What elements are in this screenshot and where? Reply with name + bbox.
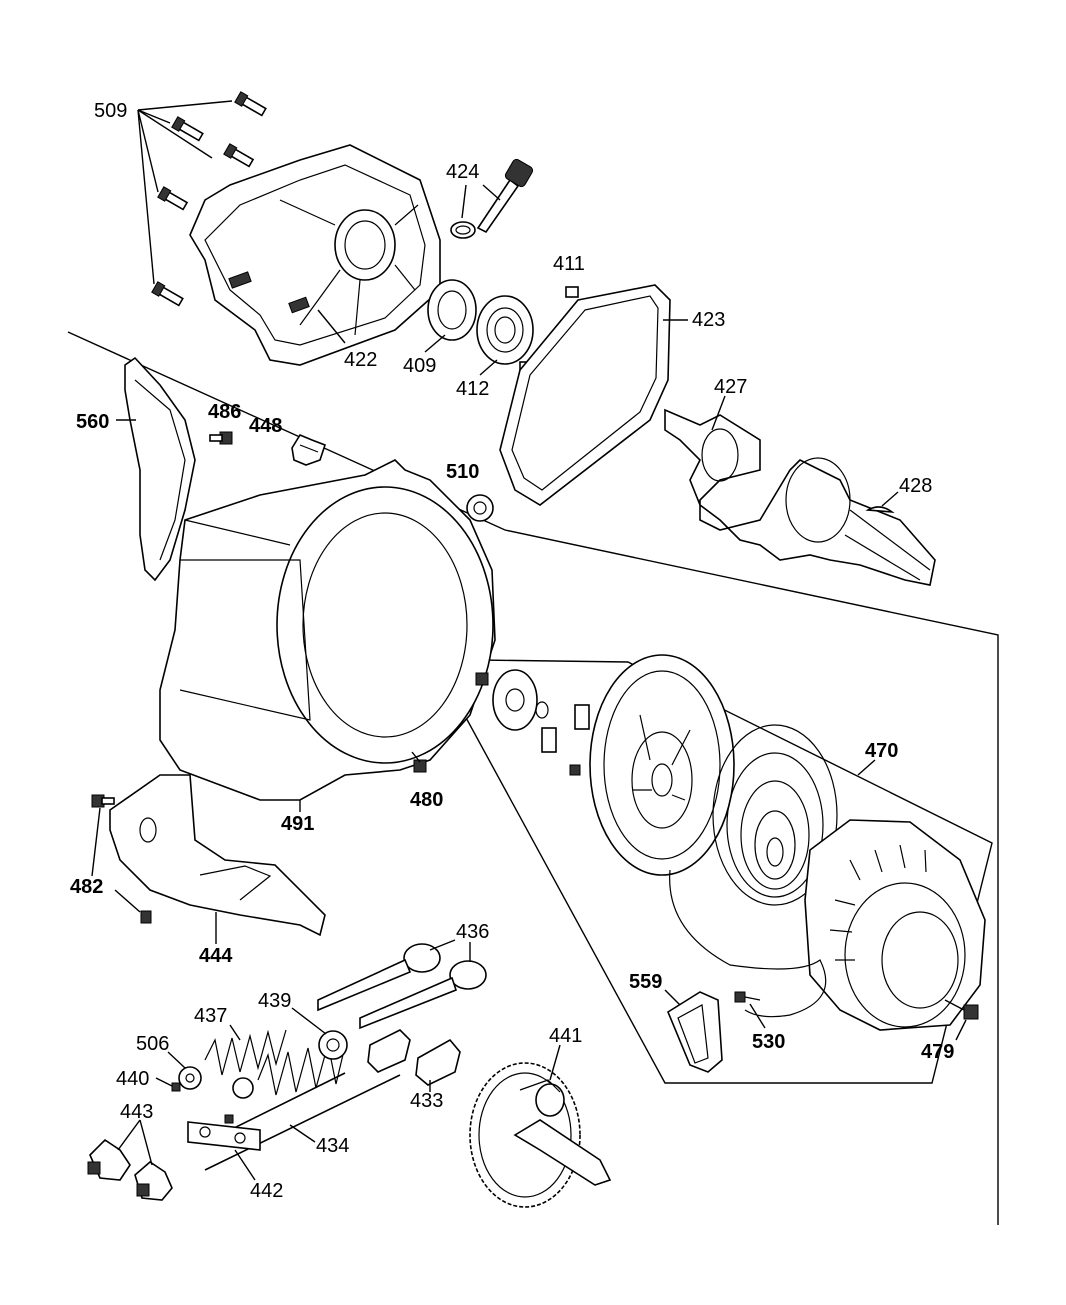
leader-line-440 xyxy=(155,1077,173,1087)
blower-housing-491 xyxy=(159,459,496,801)
label-491: 491 xyxy=(281,813,314,835)
label-509: 509 xyxy=(94,100,127,122)
rocker-arms-443 xyxy=(87,1138,173,1201)
label-444: 444 xyxy=(199,945,233,967)
leader-line-439 xyxy=(291,1007,327,1035)
label-441: 441 xyxy=(549,1025,582,1047)
reel-pulley xyxy=(589,654,735,876)
label-437: 437 xyxy=(194,1005,227,1027)
label-486: 486 xyxy=(208,401,241,423)
label-479: 479 xyxy=(921,1041,954,1063)
leader-line-434 xyxy=(289,1124,316,1143)
starter-handle-559 xyxy=(667,991,723,1073)
screw-480 xyxy=(411,751,427,773)
leader-line-442 xyxy=(234,1149,256,1181)
leader-line-409 xyxy=(424,334,446,353)
rope-clamp-530 xyxy=(734,991,761,1003)
leader-line-482b xyxy=(114,889,141,913)
label-443: 443 xyxy=(120,1101,153,1123)
label-434: 434 xyxy=(316,1135,349,1157)
leader-line-437 xyxy=(229,1024,241,1041)
leader-line-441 xyxy=(549,1044,561,1081)
label-530: 530 xyxy=(752,1031,785,1053)
clip-448 xyxy=(291,433,327,466)
label-442: 442 xyxy=(250,1180,283,1202)
leader-line-482a xyxy=(91,807,101,877)
ball-bearing-412 xyxy=(476,295,534,365)
baffle-plate-560 xyxy=(124,356,196,582)
gasket-423 xyxy=(499,284,671,506)
leader-line-530 xyxy=(749,1003,766,1029)
leader-line-443b xyxy=(139,1119,153,1166)
screw-set-509 xyxy=(151,91,267,307)
leader-line-470 xyxy=(857,759,876,776)
air-guide-444 xyxy=(109,774,326,937)
camshaft-gear-441 xyxy=(469,1062,612,1208)
label-433: 433 xyxy=(410,1090,443,1112)
grommet-510 xyxy=(466,494,494,522)
leader-line-559 xyxy=(664,989,681,1006)
valve-springs-437 xyxy=(204,1029,347,1096)
recoil-spring xyxy=(712,724,838,906)
label-427: 427 xyxy=(714,376,747,398)
label-560: 560 xyxy=(76,411,109,433)
leader-line-412 xyxy=(479,359,498,376)
leader-line-427 xyxy=(711,395,726,431)
label-440: 440 xyxy=(116,1068,149,1090)
guide-plate-442 xyxy=(187,1121,261,1151)
label-436: 436 xyxy=(456,921,489,943)
label-480: 480 xyxy=(410,789,443,811)
ratchet-parts xyxy=(475,669,609,776)
label-422: 422 xyxy=(344,349,377,371)
valves-436 xyxy=(317,943,487,1030)
label-482: 482 xyxy=(70,876,103,898)
oil-seal-409 xyxy=(427,279,477,341)
label-510: 510 xyxy=(446,461,479,483)
part-labels: 509 424 411 423 422 409 412 427 428 560 … xyxy=(70,100,954,1202)
starter-case xyxy=(804,819,986,1031)
label-412: 412 xyxy=(456,378,489,400)
retainer-506 xyxy=(178,1066,254,1099)
leader-line-428 xyxy=(881,491,899,507)
leader-line-479 xyxy=(955,1019,967,1041)
starter-rope xyxy=(669,869,827,1018)
oil-dipstick-424 xyxy=(450,158,534,239)
screws-482 xyxy=(91,794,152,924)
tappets-433 xyxy=(367,1029,461,1086)
leader-line-443a xyxy=(117,1119,141,1151)
label-411: 411 xyxy=(553,253,585,275)
leader-line-424 xyxy=(461,184,467,219)
leader-lines-509 xyxy=(137,100,233,285)
leader-line-436a xyxy=(429,939,456,951)
label-423: 423 xyxy=(692,309,725,331)
leader-line-506 xyxy=(167,1051,186,1069)
label-424: 424 xyxy=(446,161,479,183)
leader-line-422 xyxy=(317,309,346,344)
label-409: 409 xyxy=(403,355,436,377)
label-428: 428 xyxy=(899,475,932,497)
leader-line-424b xyxy=(482,184,501,201)
cotters-440 xyxy=(171,1082,234,1124)
crankshaft-427 xyxy=(664,408,936,586)
label-439: 439 xyxy=(258,990,291,1012)
crankcase-cover-422 xyxy=(189,144,441,366)
valve-seal-439 xyxy=(318,1030,348,1060)
label-559: 559 xyxy=(629,971,662,993)
key-428 xyxy=(865,506,895,514)
label-448: 448 xyxy=(249,415,282,437)
label-506: 506 xyxy=(136,1033,169,1055)
screw-479 xyxy=(944,999,979,1020)
screw-486 xyxy=(209,431,233,445)
label-470: 470 xyxy=(865,740,898,762)
